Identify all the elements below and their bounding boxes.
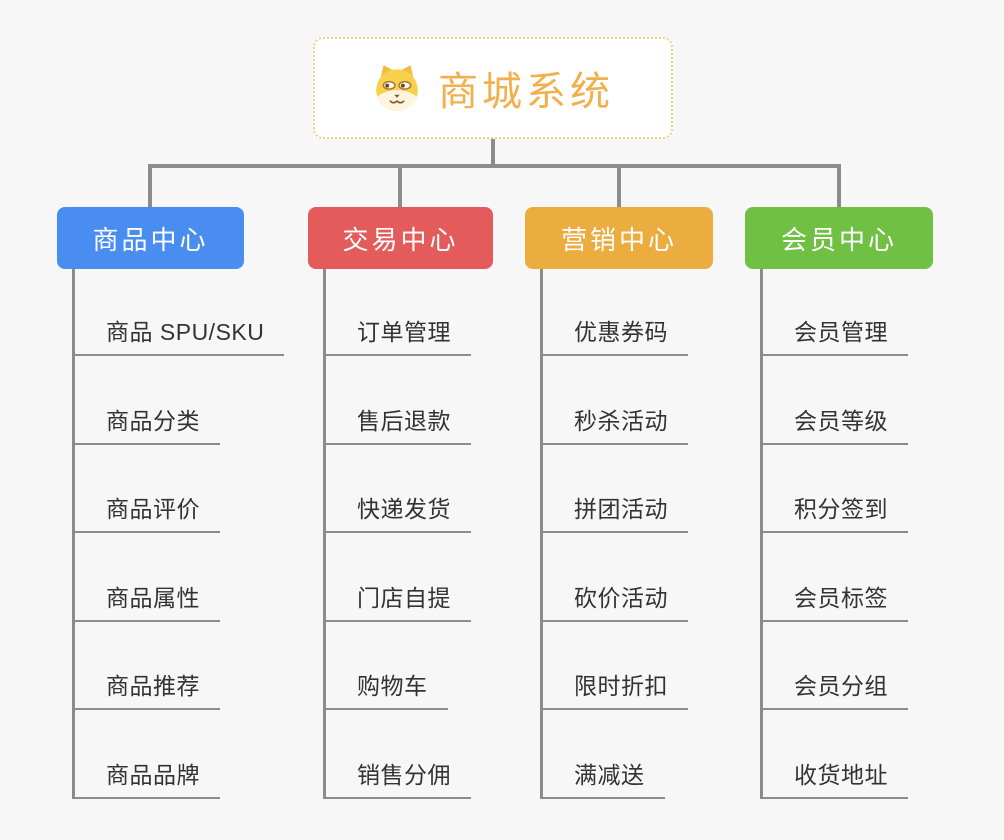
connector-drop-trade bbox=[398, 166, 402, 207]
connector-root-trunk bbox=[491, 139, 495, 166]
mindmap-node-item[interactable]: 商品品牌 bbox=[72, 753, 220, 799]
mindmap-node-item[interactable]: 商品评价 bbox=[72, 487, 220, 533]
root-node[interactable]: 商城系统 bbox=[313, 37, 673, 139]
mindmap-node-item[interactable]: 收货地址 bbox=[760, 753, 908, 799]
branch-trunk-line bbox=[72, 269, 75, 799]
mindmap-node-item[interactable]: 会员标签 bbox=[760, 576, 908, 622]
root-title: 商城系统 bbox=[438, 70, 614, 114]
branch-member-center: 会员中心 会员管理 会员等级 积分签到 会员标签 会员分组 收货地址 bbox=[745, 207, 1004, 840]
branch-header-product[interactable]: 商品中心 bbox=[57, 207, 244, 269]
mindmap-node-item[interactable]: 销售分佣 bbox=[323, 753, 471, 799]
branch-trade-center: 交易中心 订单管理 售后退款 快递发货 门店自提 购物车 销售分佣 bbox=[308, 207, 598, 840]
mindmap-node-item[interactable]: 砍价活动 bbox=[540, 576, 688, 622]
branch-header-marketing[interactable]: 营销中心 bbox=[525, 207, 713, 269]
branch-marketing-center: 营销中心 优惠券码 秒杀活动 拼团活动 砍价活动 限时折扣 满减送 bbox=[525, 207, 815, 840]
mindmap-node-item[interactable]: 售后退款 bbox=[323, 399, 471, 445]
connector-drop-product bbox=[148, 166, 152, 207]
branch-product-center: 商品中心 商品 SPU/SKU 商品分类 商品评价 商品属性 商品推荐 商品品牌 bbox=[57, 207, 347, 840]
mindmap-node-item[interactable]: 限时折扣 bbox=[540, 664, 688, 710]
mindmap-node-item[interactable]: 商品分类 bbox=[72, 399, 220, 445]
doge-icon bbox=[376, 65, 418, 111]
mindmap-node-item[interactable]: 快递发货 bbox=[323, 487, 471, 533]
branch-trunk-line bbox=[323, 269, 326, 799]
mindmap-node-item[interactable]: 商品推荐 bbox=[72, 664, 220, 710]
mindmap-node-item[interactable]: 商品属性 bbox=[72, 576, 220, 622]
mindmap-node-item[interactable]: 优惠券码 bbox=[540, 310, 688, 356]
mindmap-node-item[interactable]: 秒杀活动 bbox=[540, 399, 688, 445]
mindmap-node-item[interactable]: 购物车 bbox=[323, 664, 448, 710]
mindmap-node-item[interactable]: 会员等级 bbox=[760, 399, 908, 445]
branch-trunk-line bbox=[540, 269, 543, 799]
mindmap-node-item[interactable]: 商品 SPU/SKU bbox=[72, 310, 285, 356]
branch-header-member[interactable]: 会员中心 bbox=[745, 207, 933, 269]
connector-drop-member bbox=[837, 166, 841, 207]
mindmap-node-item[interactable]: 门店自提 bbox=[323, 576, 471, 622]
branch-trunk-line bbox=[760, 269, 763, 799]
mindmap-node-item[interactable]: 订单管理 bbox=[323, 310, 471, 356]
connector-bus bbox=[148, 164, 841, 168]
connector-drop-marketing bbox=[617, 166, 621, 207]
mindmap-node-item[interactable]: 满减送 bbox=[540, 753, 665, 799]
mindmap-node-item[interactable]: 会员管理 bbox=[760, 310, 908, 356]
branch-header-trade[interactable]: 交易中心 bbox=[308, 207, 493, 269]
mindmap-node-item[interactable]: 拼团活动 bbox=[540, 487, 688, 533]
mindmap-node-item[interactable]: 积分签到 bbox=[760, 487, 908, 533]
mindmap-node-item[interactable]: 会员分组 bbox=[760, 664, 908, 710]
